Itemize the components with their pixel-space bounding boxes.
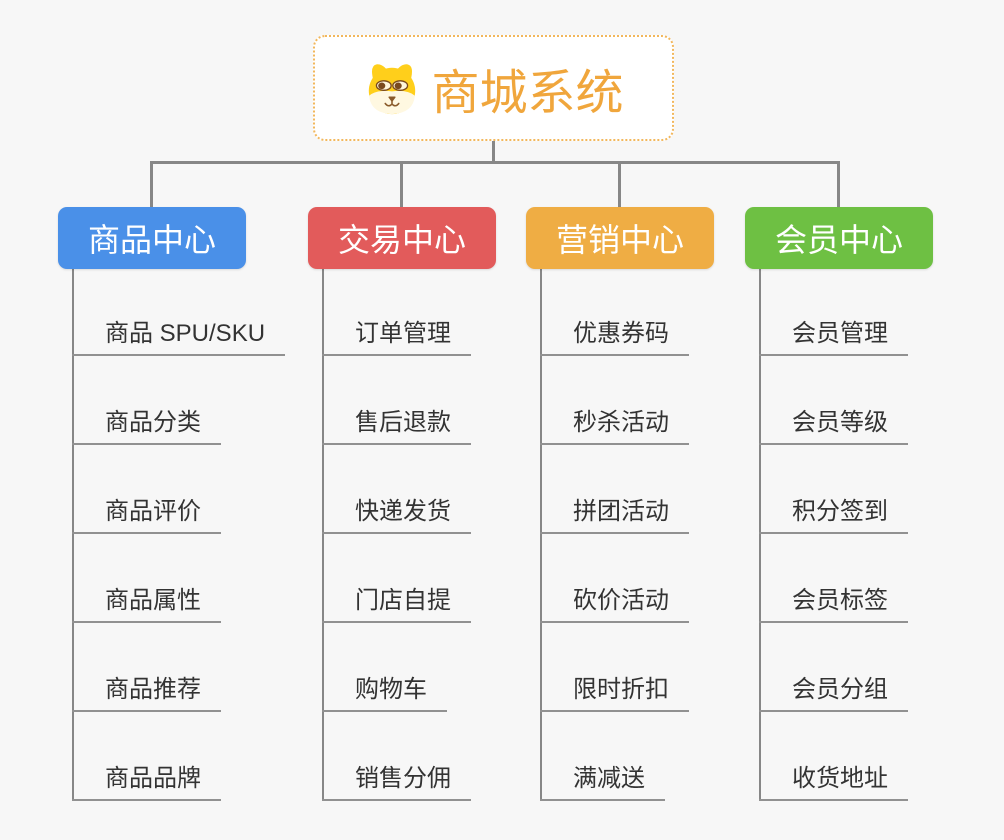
leaf-item[interactable]: 拼团活动 — [540, 490, 689, 534]
leaf-item[interactable]: 优惠券码 — [540, 312, 689, 356]
leaf-item[interactable]: 积分签到 — [759, 490, 908, 534]
leaf-item[interactable]: 销售分佣 — [322, 757, 471, 801]
leaf-item[interactable]: 会员等级 — [759, 401, 908, 445]
branch-node-marketing[interactable]: 营销中心 — [526, 207, 714, 269]
connector-root-stub — [492, 141, 495, 162]
leaf-item[interactable]: 限时折扣 — [540, 668, 689, 712]
leaf-item[interactable]: 购物车 — [322, 668, 447, 712]
connector-drop-2 — [400, 161, 403, 207]
root-node[interactable]: 商城系统 — [313, 35, 674, 141]
leaf-item[interactable]: 商品 SPU/SKU — [72, 312, 286, 356]
connector-trunk-3 — [540, 269, 542, 801]
leaf-item[interactable]: 秒杀活动 — [540, 401, 689, 445]
leaf-item[interactable]: 商品推荐 — [72, 668, 221, 712]
branch-node-trade[interactable]: 交易中心 — [308, 207, 496, 269]
branch-node-product[interactable]: 商品中心 — [58, 207, 246, 269]
leaf-item[interactable]: 会员标签 — [759, 579, 908, 623]
leaf-item[interactable]: 快递发货 — [322, 490, 471, 534]
leaf-item[interactable]: 收货地址 — [759, 757, 908, 801]
leaf-item[interactable]: 商品评价 — [72, 490, 221, 534]
leaf-item[interactable]: 售后退款 — [322, 401, 471, 445]
leaf-item[interactable]: 砍价活动 — [540, 579, 689, 623]
connector-trunk-1 — [72, 269, 74, 801]
connector-trunk-4 — [759, 269, 761, 801]
leaf-item[interactable]: 商品属性 — [72, 579, 221, 623]
leaf-item[interactable]: 商品品牌 — [72, 757, 221, 801]
branch-node-member[interactable]: 会员中心 — [745, 207, 933, 269]
root-title: 商城系统 — [431, 67, 624, 120]
connector-drop-4 — [837, 161, 840, 207]
leaf-item[interactable]: 商品分类 — [72, 401, 221, 445]
connector-bus — [150, 161, 840, 164]
connector-drop-1 — [150, 161, 153, 207]
leaf-item[interactable]: 满减送 — [540, 757, 665, 801]
leaf-item[interactable]: 会员分组 — [759, 668, 908, 712]
leaf-item[interactable]: 会员管理 — [759, 312, 908, 356]
leaf-item[interactable]: 门店自提 — [322, 579, 471, 623]
dog-face-icon — [369, 64, 416, 115]
leaf-item[interactable]: 订单管理 — [322, 312, 471, 356]
connector-drop-3 — [618, 161, 621, 207]
connector-trunk-2 — [322, 269, 324, 801]
